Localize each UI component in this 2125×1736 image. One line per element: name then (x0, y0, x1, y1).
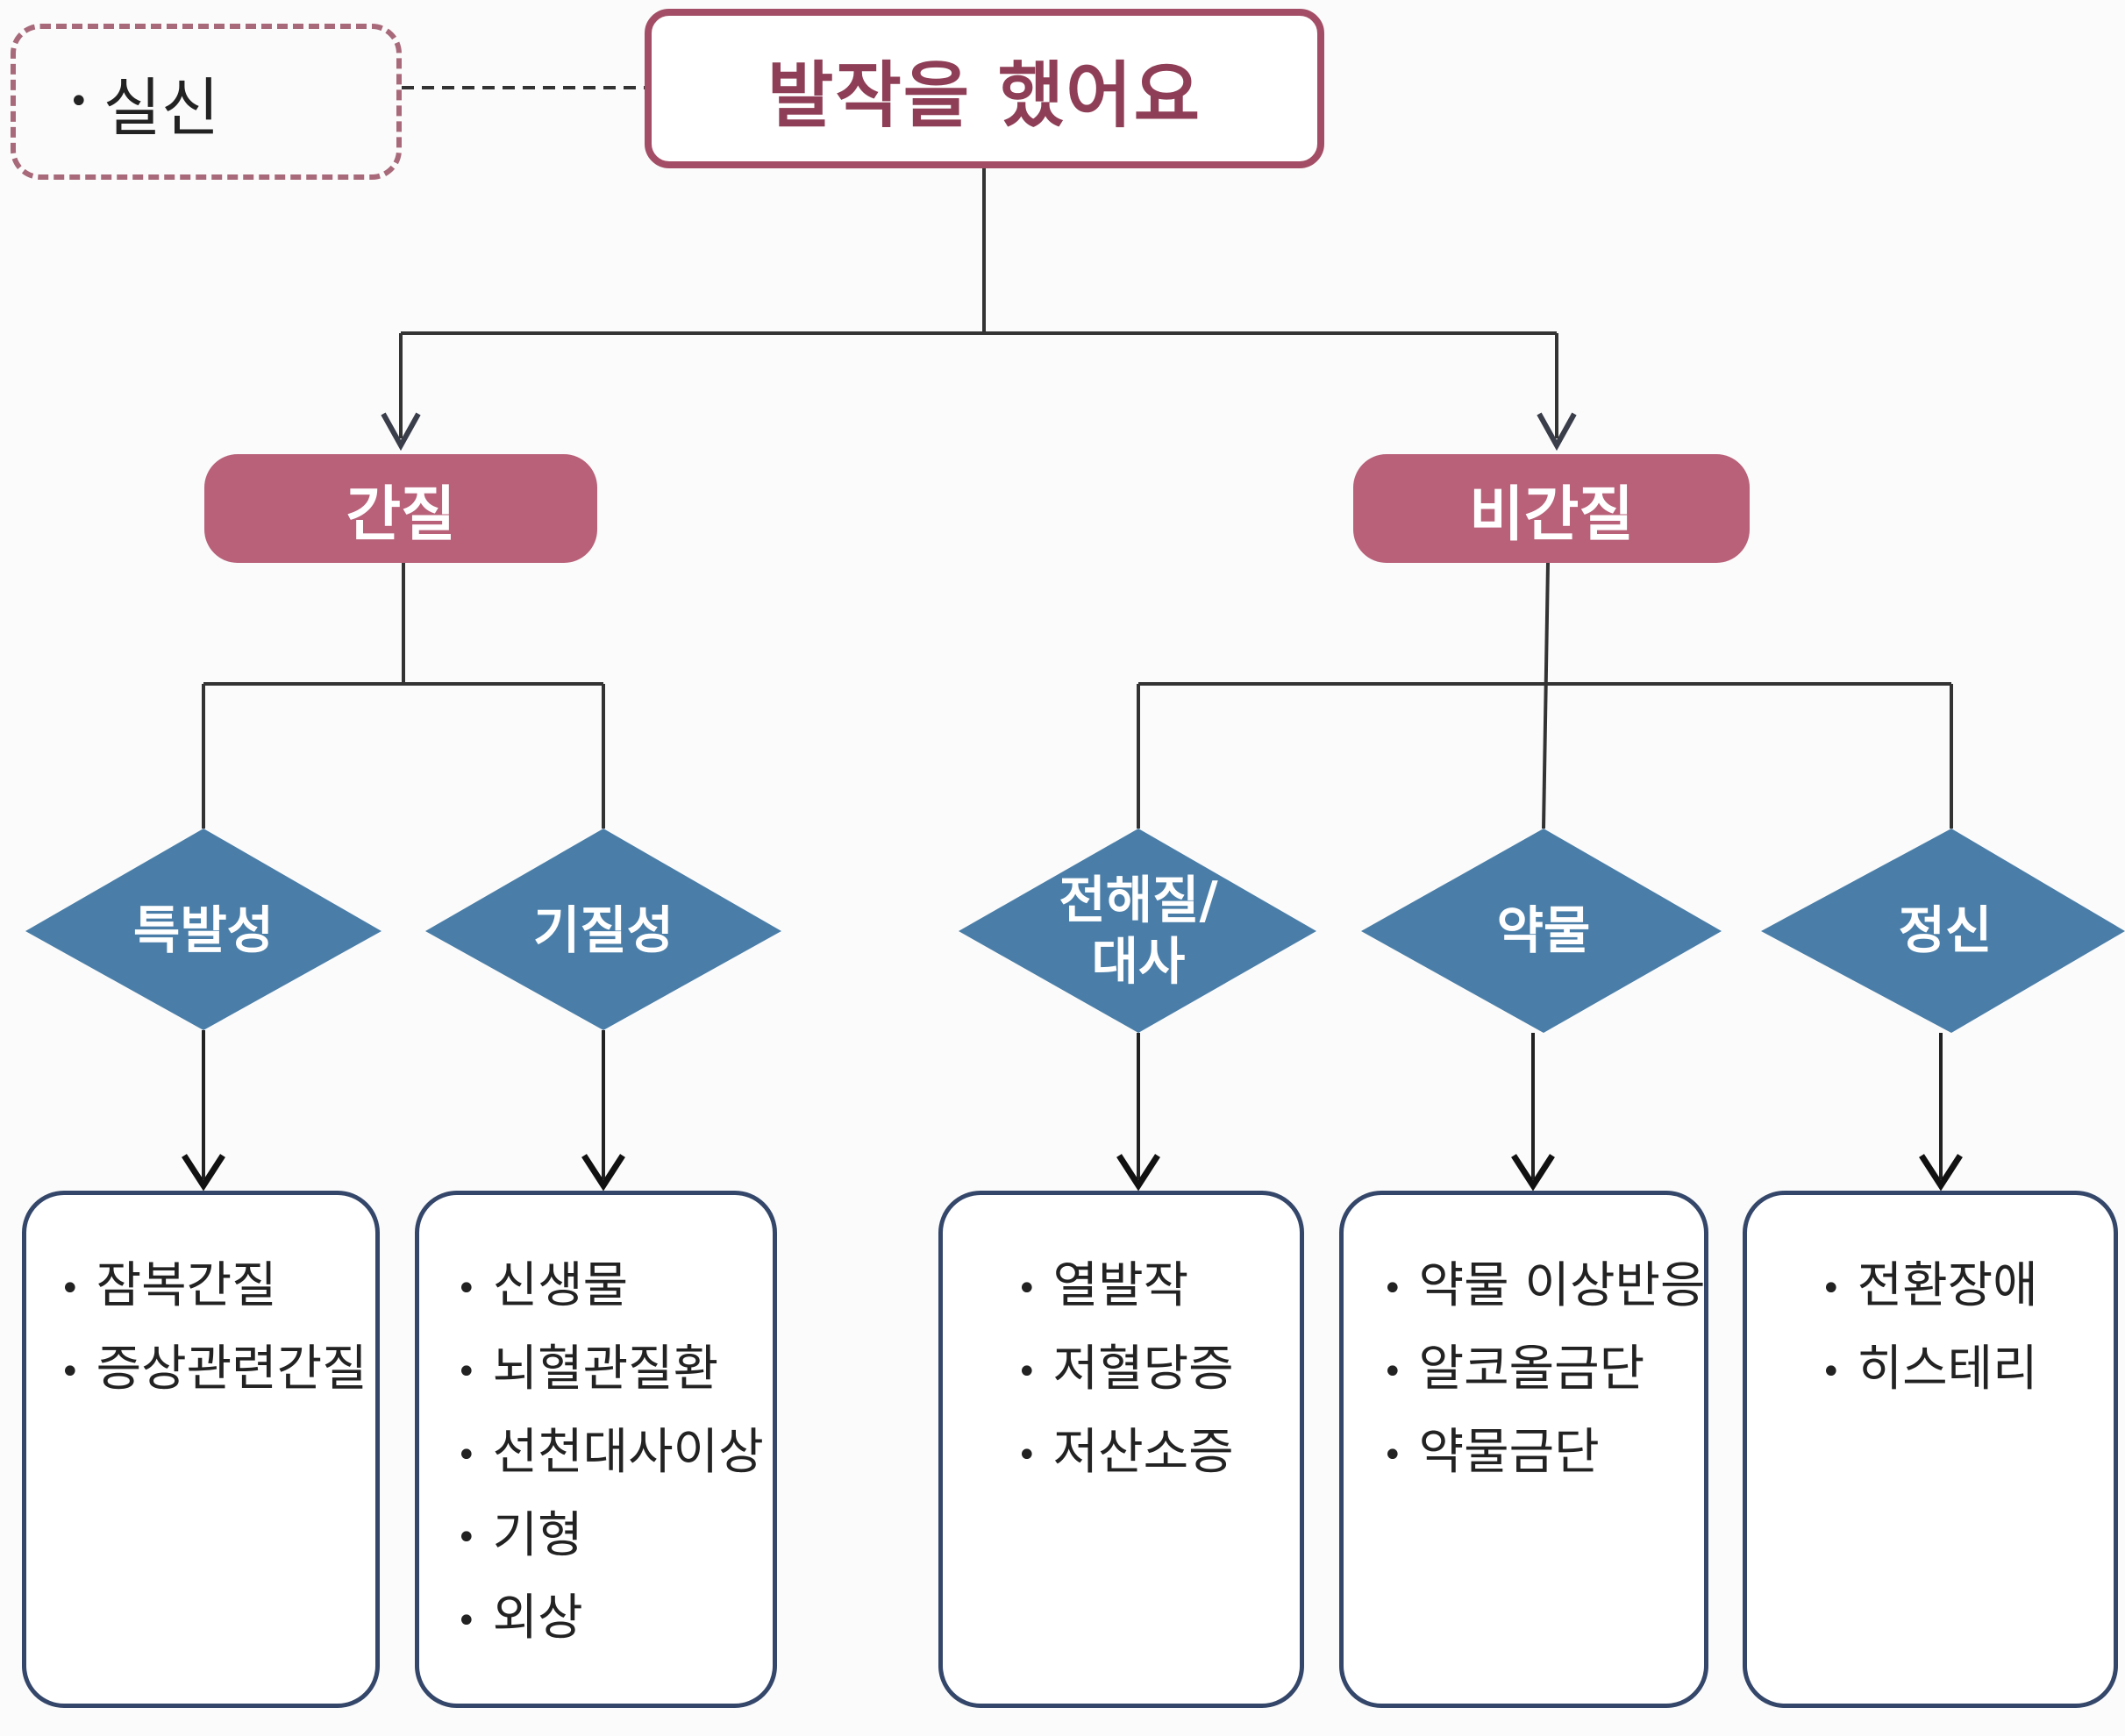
diamond-shapes (25, 829, 2125, 1033)
subtype-label: 약물 (1496, 900, 1591, 961)
cause-list: 잠복간질 증상관련간질 (60, 1246, 375, 1412)
subtype-label-line1: 전해질/ (1059, 870, 1218, 930)
diamond-label-idiopathic: 특발성 (133, 900, 274, 962)
category-arrowheads (381, 412, 1577, 452)
cause-list: 전환장애 히스테리 (1821, 1246, 2114, 1412)
cause-item: 뇌혈관질환 (456, 1329, 773, 1412)
category-label: 간질 (346, 480, 456, 550)
diamond-idiopathic (25, 829, 382, 1030)
leaf-arrowheads (182, 1154, 1963, 1192)
subtype-label: 정신 (1898, 900, 1993, 961)
side-note-item: 실신 (103, 70, 220, 145)
leaf-arrow-lines (202, 1030, 1943, 1179)
side-note-bullet: • (68, 82, 89, 122)
category-label: 비간질 (1469, 480, 1634, 550)
cause-item: 기형 (456, 1496, 773, 1579)
leaf-box-electrolyte: 열발작 저혈당증 저산소증 (938, 1191, 1304, 1708)
diamond-label-drug: 약물 (1497, 900, 1591, 962)
leaf-box-symptomatic: 신생물 뇌혈관질환 선천대사이상 기형 외상 (415, 1191, 777, 1708)
cause-item: 외상 (456, 1578, 773, 1661)
cause-item: 저혈당증 (1016, 1329, 1300, 1412)
diamond-label-electrolyte: 전해질/ 대사 (1059, 870, 1217, 992)
root-node: 발작을 했어요 (645, 9, 1324, 168)
epilepsy-branch-lines (202, 563, 605, 829)
category-epilepsy: 간질 (204, 454, 597, 563)
side-note-box: • 실신 (11, 24, 402, 180)
diamond-electrolyte (959, 829, 1316, 1033)
diamond-label-psychiatric: 정신 (1899, 900, 1993, 962)
leaf-box-psychiatric: 전환장애 히스테리 (1743, 1191, 2118, 1708)
cause-item: 알코올금단 (1382, 1329, 1704, 1412)
root-label: 발작을 했어요 (767, 53, 1202, 138)
non-epilepsy-branch-lines (1137, 562, 1953, 829)
cause-item: 신생물 (456, 1246, 773, 1329)
diamond-symptomatic (425, 829, 781, 1030)
leaf-box-drug: 약물 이상반응 알코올금단 약물금단 (1339, 1191, 1708, 1708)
cause-item: 약물금단 (1382, 1412, 1704, 1496)
cause-item: 저산소증 (1016, 1412, 1300, 1496)
cause-item: 열발작 (1016, 1246, 1300, 1329)
root-branch-lines (399, 168, 1558, 438)
category-non-epilepsy: 비간질 (1353, 454, 1750, 563)
cause-item: 선천대사이상 (456, 1412, 773, 1496)
cause-list: 열발작 저혈당증 저산소증 (1016, 1246, 1300, 1496)
subtype-label-line2: 대사 (1091, 931, 1186, 991)
diamond-drug (1361, 829, 1722, 1033)
leaf-box-idiopathic: 잠복간질 증상관련간질 (22, 1191, 380, 1708)
cause-item: 히스테리 (1821, 1329, 2114, 1412)
cause-list: 약물 이상반응 알코올금단 약물금단 (1382, 1246, 1706, 1496)
subtype-label: 특발성 (132, 900, 275, 961)
subtype-label: 기질성 (532, 900, 674, 961)
cause-list: 신생물 뇌혈관질환 선천대사이상 기형 외상 (456, 1246, 773, 1661)
cause-item: 전환장애 (1821, 1246, 2114, 1329)
diamond-psychiatric (1761, 829, 2125, 1033)
diamond-label-symptomatic: 기질성 (533, 900, 674, 962)
cause-item: 잠복간질 (60, 1246, 375, 1329)
cause-item: 증상관련간질 (60, 1329, 375, 1412)
cause-item: 약물 이상반응 (1382, 1246, 1706, 1329)
